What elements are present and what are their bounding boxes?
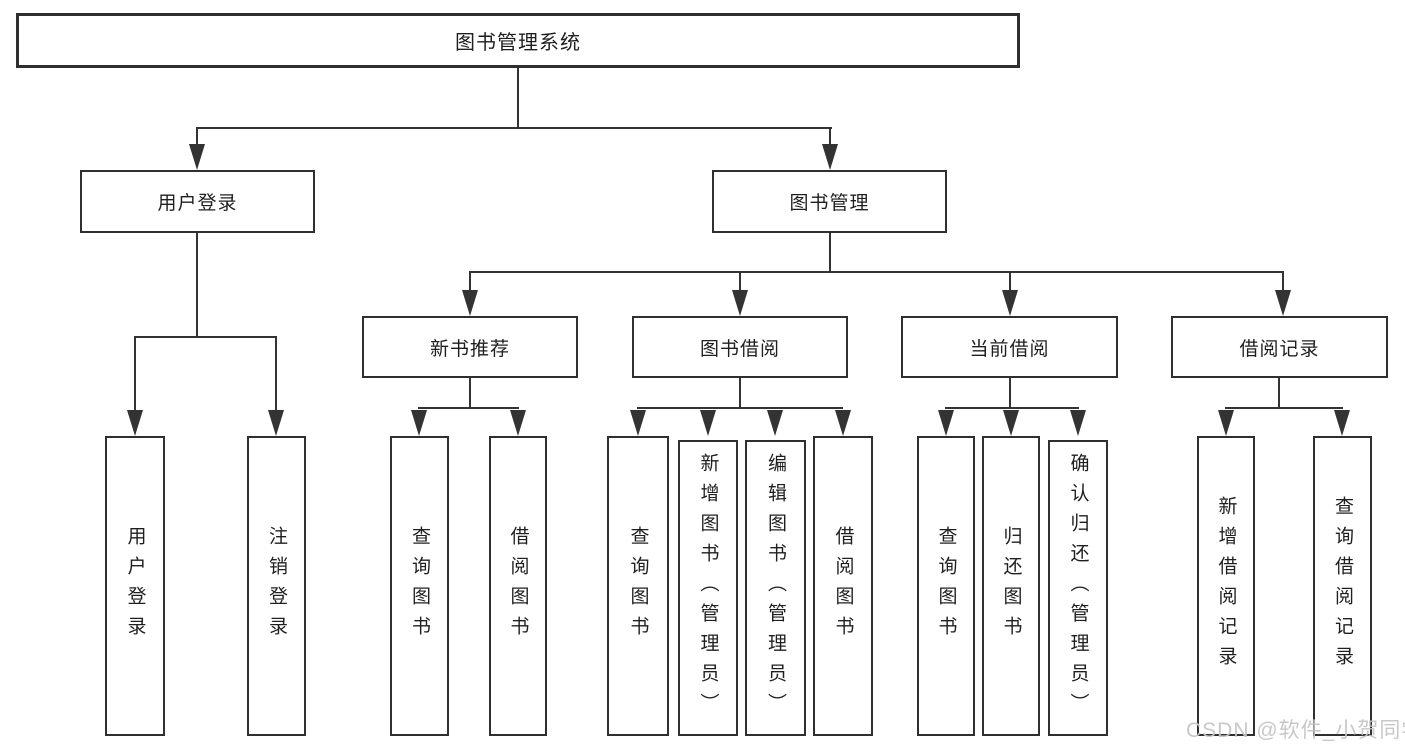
leaf-add-borrow-record: 新增借阅记录 [1197,436,1255,736]
connector-newbook-vline [469,378,471,409]
leaf-confirm-return-admin: 确认归还（管理员） [1048,440,1108,736]
leaf-borrow-books-1: 借阅图书 [489,436,547,736]
connector-mgmt-vline [829,233,831,273]
connector-l3-stub [1009,271,1011,293]
connector-borrow-hline [637,407,843,409]
connector-login-hline [134,336,277,338]
arrowhead-down-icon [630,410,646,436]
connector-l3-stub [469,271,471,293]
arrowhead-down-icon [1070,410,1086,436]
node-current-borrow: 当前借阅 [901,316,1118,378]
leaf-add-book-admin: 新增图书（管理员） [678,440,738,736]
leaf-logout: 注销登录 [247,436,306,736]
arrowhead-down-icon [1003,410,1019,436]
arrowhead-down-icon [700,410,716,436]
leaf-user-login: 用户登录 [105,436,165,736]
connector-l3-stub [739,271,741,293]
connector-l3-stub [1282,271,1284,293]
connector-borrow-vline [739,378,741,409]
connector-login-leaf2-stub [275,336,277,414]
arrowhead-down-icon [462,290,478,316]
arrowhead-down-icon [938,410,954,436]
connector-current-vline [1009,378,1011,409]
node-root-system: 图书管理系统 [16,13,1020,68]
node-book-borrow: 图书借阅 [632,316,848,378]
arrowhead-down-icon [189,144,205,170]
arrowhead-down-icon [1218,410,1234,436]
arrowhead-down-icon [510,410,526,436]
arrowhead-down-icon [1275,290,1291,316]
node-borrow-records: 借阅记录 [1171,316,1388,378]
leaf-query-books-3: 查询图书 [917,436,975,736]
connector-records-vline [1278,378,1280,409]
arrowhead-down-icon [822,144,838,170]
connector-newbook-hline [418,407,519,409]
arrowhead-down-icon [1334,410,1350,436]
leaf-edit-book-admin: 编辑图书（管理员） [745,440,806,736]
arrowhead-down-icon [732,290,748,316]
leaf-query-books-1: 查询图书 [390,436,449,736]
arrowhead-down-icon [127,410,143,436]
arrowhead-down-icon [835,410,851,436]
connector-login-vline [196,233,198,338]
connector-mgmt-stub [829,127,831,149]
arrowhead-down-icon [268,410,284,436]
arrowhead-down-icon [411,410,427,436]
leaf-return-book: 归还图书 [982,436,1040,736]
leaf-query-books-2: 查询图书 [607,436,669,736]
connector-mgmt-hline [469,271,1284,273]
connector-login-leaf1-stub [134,336,136,414]
arrowhead-down-icon [767,410,783,436]
connector-records-hline [1225,407,1343,409]
watermark: CSDN @软件_小贺同学 [1186,719,1405,742]
arrowhead-down-icon [1002,290,1018,316]
node-new-book-recommend: 新书推荐 [362,316,578,378]
leaf-borrow-books-2: 借阅图书 [813,436,873,736]
connector-login-stub [196,127,198,149]
connector-root-vline [517,68,519,129]
leaf-query-borrow-record: 查询借阅记录 [1313,436,1372,736]
connector-current-hline [945,407,1079,409]
node-user-login: 用户登录 [80,170,315,233]
connector-root-hline [196,127,832,129]
node-book-management: 图书管理 [712,170,947,233]
